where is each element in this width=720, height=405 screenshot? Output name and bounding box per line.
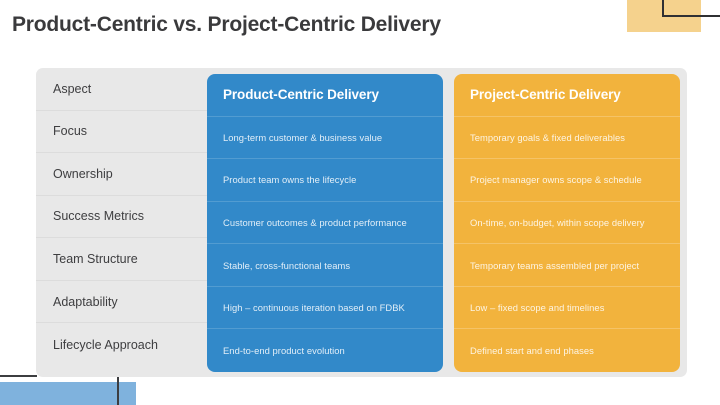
aspect-cell-success-metrics: Success Metrics xyxy=(36,196,232,239)
decor-blue-rectangle xyxy=(0,382,136,405)
product-cell-team-structure: Stable, cross-functional teams xyxy=(207,244,443,287)
product-cell-ownership: Product team owns the lifecycle xyxy=(207,159,443,202)
product-header: Product-Centric Delivery xyxy=(207,74,443,117)
project-cell-team-structure: Temporary teams assembled per project xyxy=(454,244,680,287)
product-cell-focus: Long-term customer & business value xyxy=(207,117,443,160)
project-cell-focus: Temporary goals & fixed deliverables xyxy=(454,117,680,160)
aspect-header: Aspect xyxy=(36,68,232,111)
aspect-cell-adaptability: Adaptability xyxy=(36,281,232,324)
aspect-cell-lifecycle-approach: Lifecycle Approach xyxy=(53,337,158,352)
decor-corner-line-horizontal xyxy=(662,15,720,17)
page-title: Product-Centric vs. Project-Centric Deli… xyxy=(12,13,441,36)
aspect-cell-team-structure: Team Structure xyxy=(36,238,232,281)
project-cell-adaptability: Low – fixed scope and timelines xyxy=(454,287,680,330)
product-cell-lifecycle-approach: End-to-end product evolution xyxy=(223,345,345,357)
project-cell-ownership: Project manager owns scope & schedule xyxy=(454,159,680,202)
project-cell-lifecycle-approach: Defined start and end phases xyxy=(470,345,594,357)
project-header: Project-Centric Delivery xyxy=(454,74,680,117)
aspect-cell-ownership: Ownership xyxy=(36,153,232,196)
comparison-table: Aspect Focus Ownership Success Metrics T… xyxy=(36,68,687,377)
product-cell-success-metrics: Customer outcomes & product performance xyxy=(207,202,443,245)
product-cell-adaptability: High – continuous iteration based on FDB… xyxy=(207,287,443,330)
column-project-centric: Project-Centric Delivery Temporary goals… xyxy=(454,74,680,372)
column-aspect: Aspect Focus Ownership Success Metrics T… xyxy=(36,68,232,377)
decor-line-bottom-left-vertical xyxy=(117,377,119,405)
project-cell-success-metrics: On-time, on-budget, within scope deliver… xyxy=(454,202,680,245)
aspect-cell-focus: Focus xyxy=(36,111,232,154)
column-product-centric: Product-Centric Delivery Long-term custo… xyxy=(207,74,443,372)
decor-line-bottom-left-horizontal xyxy=(0,375,37,377)
